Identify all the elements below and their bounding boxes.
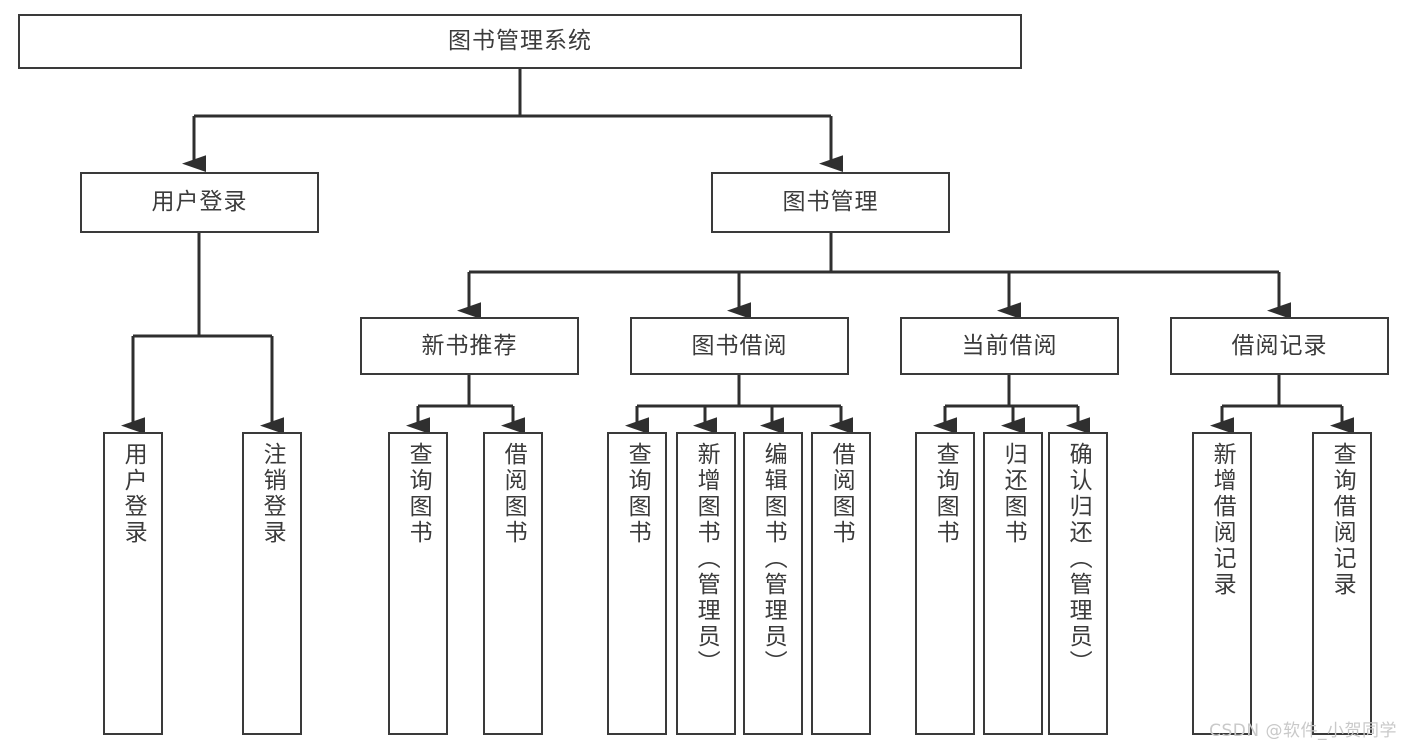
node-leaf-current-borrow-return-book[interactable]: 归还图书	[983, 432, 1043, 735]
node-leaf-user-login-login[interactable]: 用户登录	[103, 432, 163, 735]
node-label: 借阅记录	[1231, 332, 1328, 359]
node-user-login[interactable]: 用户登录	[80, 172, 319, 233]
node-label: 编辑图书（管理员）	[760, 442, 787, 676]
node-label: 归还图书	[1000, 442, 1027, 546]
node-label: 图书借阅	[691, 332, 788, 359]
node-leaf-current-borrow-query-book[interactable]: 查询图书	[915, 432, 975, 735]
node-leaf-user-login-logout[interactable]: 注销登录	[242, 432, 302, 735]
node-leaf-new-book-borrow-book[interactable]: 借阅图书	[483, 432, 543, 735]
node-leaf-book-borrow-edit-book-admin[interactable]: 编辑图书（管理员）	[743, 432, 803, 735]
node-leaf-book-borrow-add-book-admin[interactable]: 新增图书（管理员）	[676, 432, 736, 735]
node-label: 新增图书（管理员）	[693, 442, 720, 676]
node-leaf-borrow-record-add-record[interactable]: 新增借阅记录	[1192, 432, 1252, 735]
watermark-csdn: CSDN @软件_小贺同学	[1209, 721, 1397, 741]
node-label: 确认归还（管理员）	[1065, 442, 1092, 676]
node-label: 当前借阅	[961, 332, 1058, 359]
node-borrow-record[interactable]: 借阅记录	[1170, 317, 1389, 375]
node-leaf-new-book-query-book[interactable]: 查询图书	[388, 432, 448, 735]
node-leaf-book-borrow-borrow-book[interactable]: 借阅图书	[811, 432, 871, 735]
node-label: 图书管理	[782, 189, 879, 216]
node-new-book-recommend[interactable]: 新书推荐	[360, 317, 579, 375]
node-label: 新增借阅记录	[1209, 442, 1236, 598]
node-leaf-book-borrow-query-book[interactable]: 查询图书	[607, 432, 667, 735]
node-label: 查询图书	[405, 442, 432, 546]
node-label: 借阅图书	[500, 442, 527, 546]
node-label: 查询图书	[624, 442, 651, 546]
node-book-borrow[interactable]: 图书借阅	[630, 317, 849, 375]
node-current-borrow[interactable]: 当前借阅	[900, 317, 1119, 375]
node-leaf-current-borrow-confirm-return-admin[interactable]: 确认归还（管理员）	[1048, 432, 1108, 735]
node-label: 图书管理系统	[448, 28, 592, 55]
node-label: 用户登录	[151, 189, 248, 216]
node-root-book-management-system[interactable]: 图书管理系统	[18, 14, 1022, 69]
node-label: 用户登录	[120, 442, 147, 546]
node-book-management[interactable]: 图书管理	[711, 172, 950, 233]
node-label: 查询图书	[932, 442, 959, 546]
node-label: 新书推荐	[421, 332, 518, 359]
node-label: 借阅图书	[828, 442, 855, 546]
node-label: 注销登录	[259, 442, 286, 546]
node-leaf-borrow-record-query-record[interactable]: 查询借阅记录	[1312, 432, 1372, 735]
node-label: 查询借阅记录	[1329, 442, 1356, 598]
